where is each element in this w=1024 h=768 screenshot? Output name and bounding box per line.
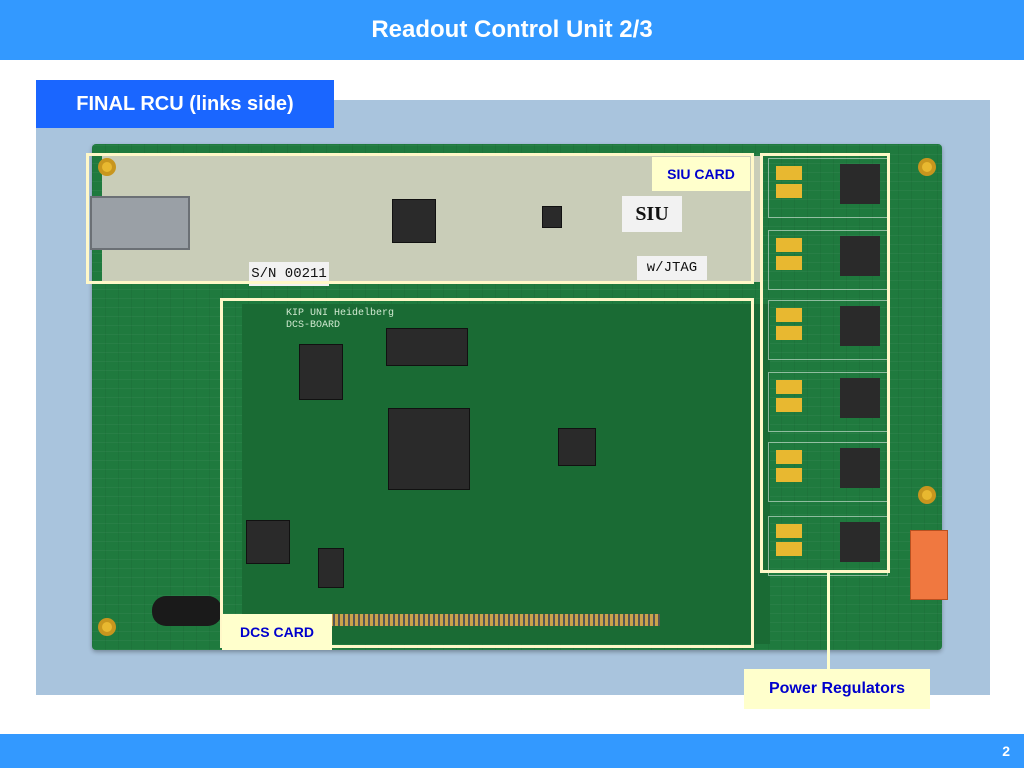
voltage-regulator bbox=[840, 522, 880, 562]
ttcrx-chip bbox=[246, 520, 290, 564]
voltage-regulator bbox=[840, 164, 880, 204]
flash-chip bbox=[299, 344, 343, 400]
dcs-header-line1: KIP UNI Heidelberg bbox=[286, 308, 395, 319]
voltage-regulator bbox=[840, 236, 880, 276]
capacitor bbox=[776, 380, 802, 394]
power-regulators-label: Power Regulators bbox=[744, 669, 930, 709]
capacitor bbox=[776, 238, 802, 252]
siu-small-chip bbox=[542, 206, 562, 228]
capacitor bbox=[776, 326, 802, 340]
controller-chip bbox=[558, 428, 596, 466]
voltage-regulator bbox=[840, 306, 880, 346]
dcs-small-chip bbox=[318, 548, 344, 588]
jtag-plate: w/JTAG bbox=[637, 256, 707, 280]
capacitor bbox=[776, 166, 802, 180]
page-number: 2 bbox=[1002, 743, 1010, 759]
power-regulators-callout-line bbox=[827, 573, 830, 669]
mounting-hole bbox=[98, 158, 116, 176]
voltage-regulator bbox=[840, 378, 880, 418]
mounting-hole bbox=[98, 618, 116, 636]
siu-plate: SIU bbox=[622, 196, 682, 232]
dcs-board-text: KIP UNI Heidelberg DCS-BOARD bbox=[286, 308, 394, 332]
section-title: FINAL RCU (links side) bbox=[36, 80, 334, 128]
capacitor bbox=[776, 524, 802, 538]
capacitor bbox=[776, 450, 802, 464]
mounting-hole bbox=[918, 486, 936, 504]
rj45-connector bbox=[90, 196, 190, 250]
edge-connector bbox=[330, 614, 660, 626]
siu-card-frame bbox=[86, 153, 754, 284]
capacitor bbox=[776, 398, 802, 412]
dcs-header-line2: DCS-BOARD bbox=[286, 320, 341, 331]
power-connector bbox=[910, 530, 948, 600]
siu-chip bbox=[392, 199, 436, 243]
slide-title: Readout Control Unit 2/3 bbox=[371, 16, 653, 43]
capacitor bbox=[776, 256, 802, 270]
altera-fpga-chip bbox=[388, 408, 470, 490]
power-regulators-frame bbox=[760, 153, 890, 573]
capacitor-cylinder bbox=[152, 596, 222, 626]
title-bar: Readout Control Unit 2/3 bbox=[0, 0, 1024, 60]
capacitor bbox=[776, 184, 802, 198]
footer-bar: 2 bbox=[0, 734, 1024, 768]
capacitor bbox=[776, 468, 802, 482]
memory-chip bbox=[386, 328, 468, 366]
capacitor bbox=[776, 308, 802, 322]
capacitor bbox=[776, 542, 802, 556]
voltage-regulator bbox=[840, 448, 880, 488]
dcs-card-frame bbox=[220, 298, 754, 648]
dcs-card-label: DCS CARD bbox=[222, 614, 332, 650]
siu-card-label: SIU CARD bbox=[652, 157, 750, 191]
mounting-hole bbox=[918, 158, 936, 176]
